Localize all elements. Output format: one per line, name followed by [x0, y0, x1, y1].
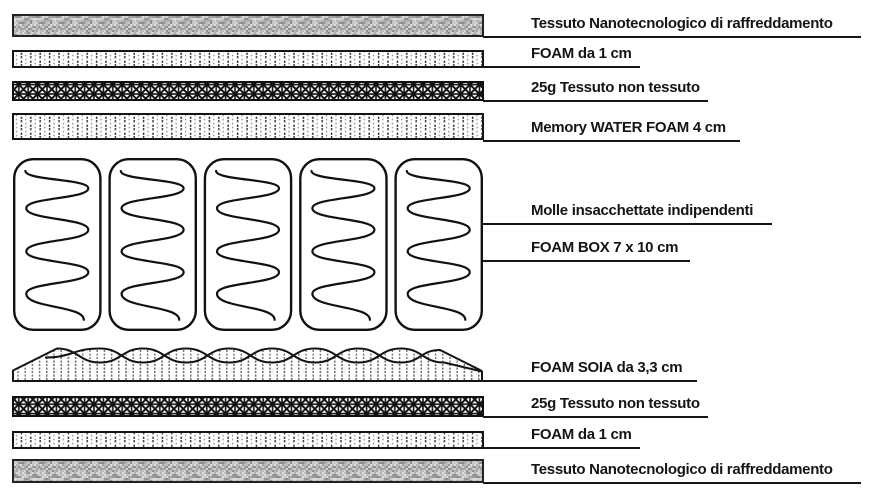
label-foam-soia: FOAM SOIA da 3,3 cm [483, 359, 697, 382]
spring-pocket [300, 159, 386, 330]
label-top-cooling-fabric: Tessuto Nanotecnologico di raffreddament… [483, 15, 861, 38]
label-memory-water-foam: Memory WATER FOAM 4 cm [483, 119, 740, 142]
layer-graphic-top-nonwoven [13, 82, 483, 100]
spring-pocket [14, 159, 100, 330]
spring-pocket [396, 159, 482, 330]
spring-pocket [110, 159, 196, 330]
top-nonwoven-bar [13, 82, 483, 100]
label-top-nonwoven: 25g Tessuto non tessuto [483, 79, 708, 102]
layer-graphic-bottom-foam-1cm [13, 432, 483, 448]
label-pocket-springs: Molle insacchettate indipendenti [483, 202, 772, 225]
label-foam-box: FOAM BOX 7 x 10 cm [483, 239, 690, 262]
layer-graphic-bottom-nonwoven [13, 397, 483, 416]
layer-graphic-bottom-cooling-fabric [13, 460, 483, 482]
bottom-foam-1cm-bar [13, 432, 483, 448]
bottom-cooling-fabric-bar [13, 460, 483, 482]
soy-foam-graphic [13, 349, 482, 382]
layer-graphic-memory-water-foam [13, 114, 483, 139]
label-bottom-foam-1cm: FOAM da 1 cm [483, 426, 640, 449]
label-top-foam-1cm: FOAM da 1 cm [483, 45, 640, 68]
layer-graphic-top-foam-1cm [13, 51, 483, 67]
memory-water-foam-bar [13, 114, 483, 139]
spring-pocket [205, 159, 291, 330]
top-foam-1cm-bar [13, 51, 483, 67]
top-cooling-fabric-bar [13, 15, 483, 36]
label-bottom-cooling-fabric: Tessuto Nanotecnologico di raffreddament… [483, 461, 861, 484]
label-bottom-nonwoven: 25g Tessuto non tessuto [483, 395, 708, 418]
layer-graphic-top-cooling-fabric [13, 15, 483, 36]
pocket-springs-graphic [14, 159, 482, 330]
bottom-nonwoven-bar [13, 397, 483, 416]
